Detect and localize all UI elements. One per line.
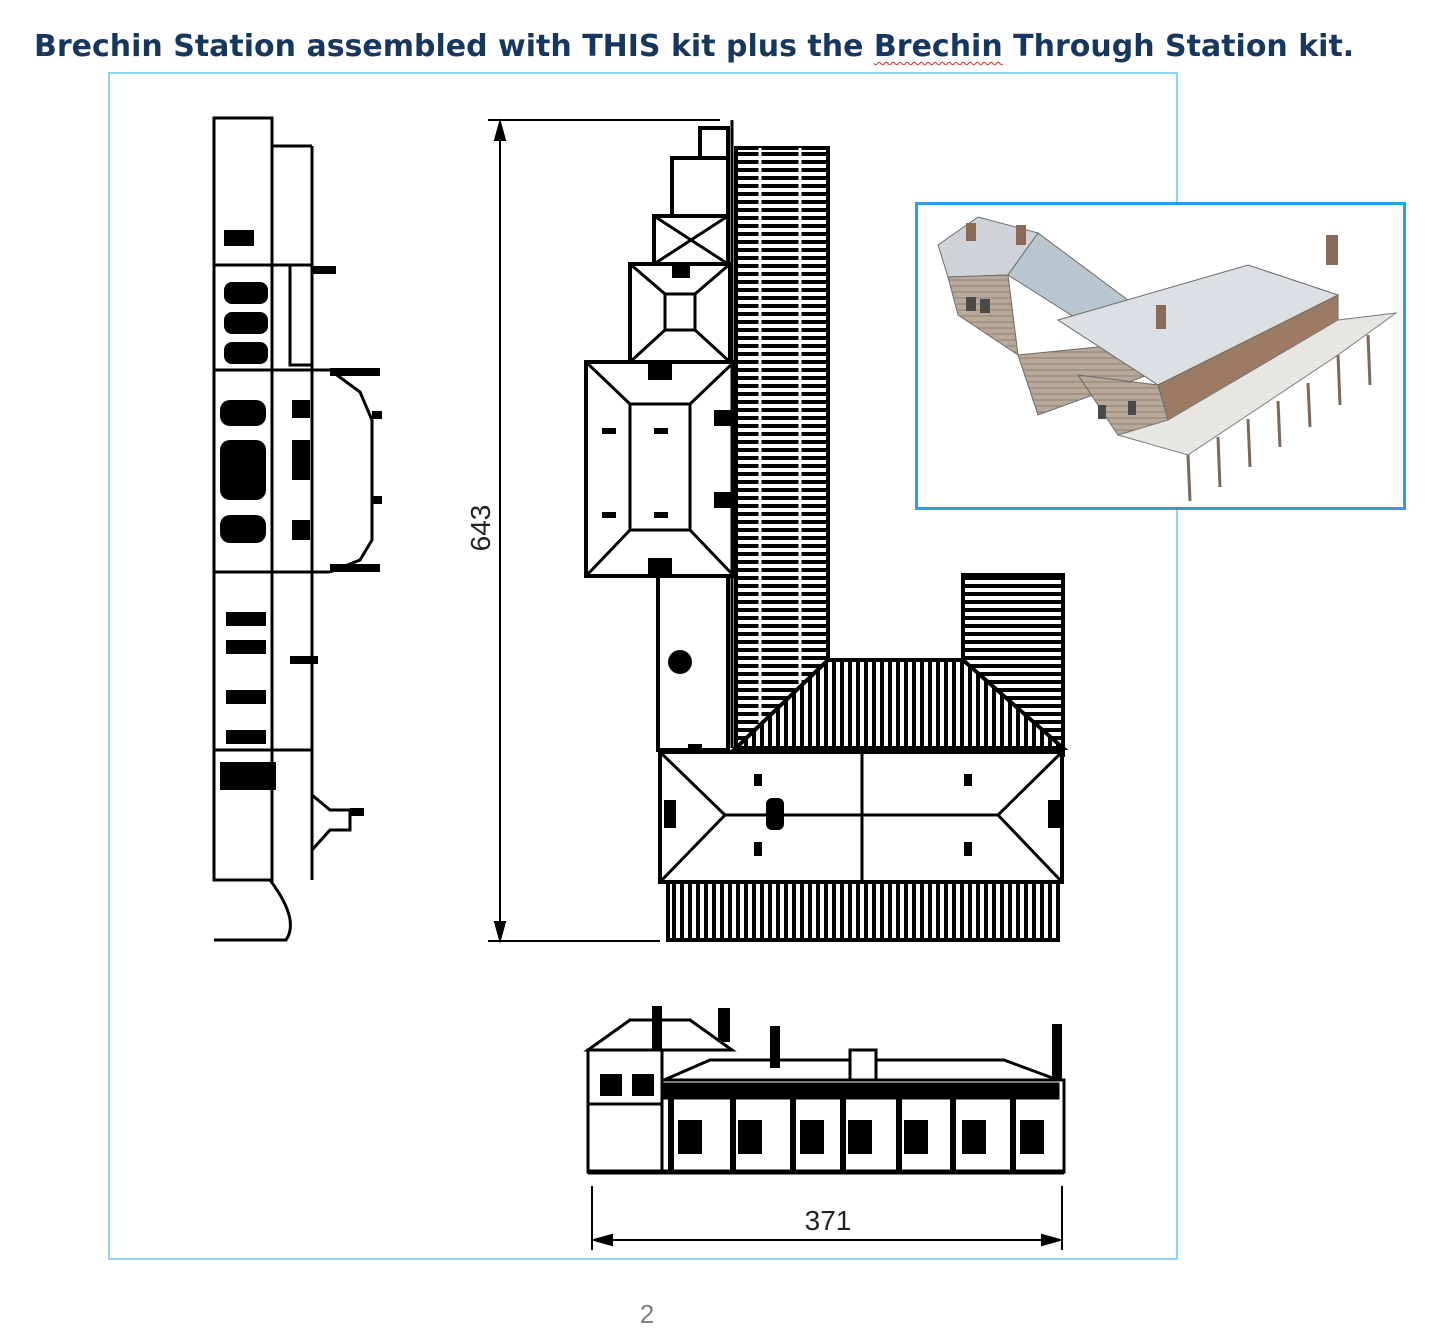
spellcheck-word: Brechin	[873, 29, 1003, 64]
page-number: 2	[639, 1299, 655, 1329]
model-photo-image	[937, 216, 1398, 502]
height-dimension	[488, 118, 720, 944]
title-text-start: Brechin Station assembled with THIS kit …	[34, 29, 874, 64]
width-dimension	[590, 1186, 1064, 1250]
front-elevation	[583, 1018, 1066, 1175]
drawing-frame	[108, 72, 1178, 1260]
height-dimension-label: 643	[465, 505, 496, 552]
title-text-end: Through Station kit.	[1002, 29, 1355, 64]
plan-view	[584, 120, 1069, 942]
page-title: Brechin Station assembled with THIS kit …	[34, 24, 1414, 70]
width-dimension-label: 371	[805, 1205, 852, 1236]
side-elevation	[212, 116, 382, 942]
model-photo	[915, 202, 1406, 510]
front-elevation-details	[600, 1006, 1062, 1172]
side-elevation-windows	[220, 230, 310, 790]
